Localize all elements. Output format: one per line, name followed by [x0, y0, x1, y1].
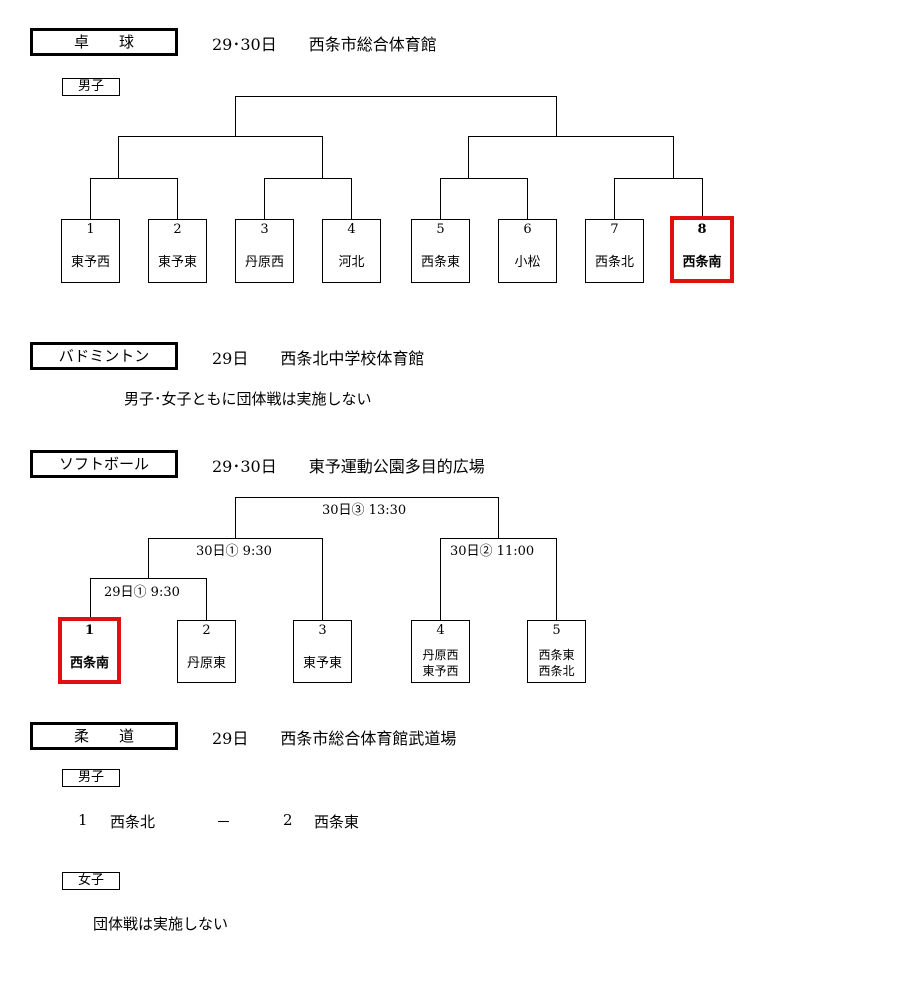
table-tennis-team-3: 3 丹原西: [235, 219, 294, 283]
softball-team-5-line2: 西条北: [538, 664, 575, 678]
judo-boys-team-b-name: 西条東: [314, 813, 360, 831]
judo-boys-separator: －: [216, 813, 232, 831]
judo-boys-team-a-name: 西条北: [110, 813, 156, 831]
section-title-judo: 柔 道: [30, 722, 178, 750]
softball-team-3: 3 東予東: [293, 620, 352, 683]
softball-semi-left-label: 30日① 9:30: [194, 540, 274, 559]
table-tennis-team-7: 7 西条北: [585, 219, 644, 283]
section-title-badminton: バドミントン: [30, 342, 178, 370]
judo-boys-team-b-num: 2: [283, 811, 293, 829]
softball-team-5-line1: 西条東: [538, 648, 575, 662]
section-title-table-tennis: 卓 球: [30, 28, 178, 56]
table-tennis-schedule: 29･30日 西条市総合体育館: [212, 35, 437, 54]
softball-first-round-label: 29日① 9:30: [102, 581, 182, 600]
softball-team-5: 5 西条東 西条北: [527, 620, 586, 683]
table-tennis-team-6: 6 小松: [498, 219, 557, 283]
softball-team-4-line1: 丹原西: [422, 648, 459, 662]
table-tennis-team-8-highlighted: 8 西条南: [670, 216, 734, 283]
table-tennis-division-label: 男子: [62, 78, 120, 96]
judo-boys-label: 男子: [62, 769, 120, 787]
table-tennis-team-1: 1 東予西: [61, 219, 120, 283]
softball-semi-right-label: 30日② 11:00: [448, 540, 537, 559]
softball-schedule: 29･30日 東予運動公園多目的広場: [212, 457, 485, 476]
table-tennis-team-5: 5 西条東: [411, 219, 470, 283]
judo-girls-note: 団体戦は実施しない: [93, 915, 229, 933]
softball-team-4: 4 丹原西 東予西: [411, 620, 470, 683]
table-tennis-team-4: 4 河北: [322, 219, 381, 283]
badminton-note: 男子･女子ともに団体戦は実施しない: [124, 390, 372, 408]
softball-team-4-line2: 東予西: [422, 664, 459, 678]
badminton-schedule: 29日 西条北中学校体育館: [212, 349, 425, 368]
softball-final-label: 30日③ 13:30: [320, 499, 409, 518]
section-title-softball: ソフトボール: [30, 450, 178, 478]
judo-girls-label: 女子: [62, 872, 120, 890]
softball-team-1-highlighted: 1 西条南: [58, 617, 121, 684]
table-tennis-team-2: 2 東予東: [148, 219, 207, 283]
judo-boys-team-a-num: 1: [78, 811, 88, 829]
judo-schedule: 29日 西条市総合体育館武道場: [212, 729, 457, 748]
softball-team-2: 2 丹原東: [177, 620, 236, 683]
